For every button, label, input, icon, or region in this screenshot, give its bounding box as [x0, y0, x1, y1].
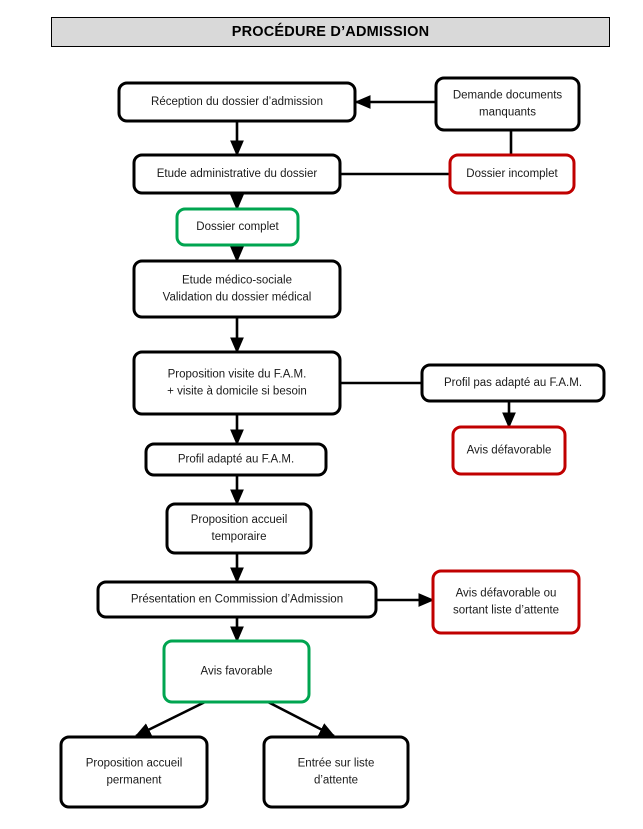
node-label-line: Demande documents: [453, 90, 563, 102]
node-avis-defavorable-ou-sortant[interactable]: Avis défavorable ou sortant liste d’atten…: [431, 569, 581, 635]
node-label-proposition-visite-fam: Proposition visite du F.A.M. + visite à d…: [167, 369, 307, 398]
node-dossier-complet[interactable]: Dossier complet: [175, 207, 300, 247]
node-box-proposition-accueil-permanent: [59, 735, 209, 809]
node-label-avis-defavorable-ou-sortant: Avis défavorable ou sortant liste d’atten…: [453, 588, 559, 617]
node-proposition-accueil-temporaire[interactable]: Proposition accueil temporaire: [165, 502, 313, 555]
node-label-line: Validation du dossier médical: [163, 292, 312, 304]
node-avis-defavorable[interactable]: Avis défavorable: [451, 425, 567, 476]
node-demande-documents[interactable]: Demande documents manquants: [434, 76, 581, 132]
node-label-line: Dossier complet: [196, 221, 279, 233]
node-label-line: Proposition accueil: [86, 758, 183, 770]
node-profil-adapte[interactable]: Profil adapté au F.A.M.: [144, 442, 328, 477]
node-label-line: Avis favorable: [200, 666, 272, 678]
node-label-line: Avis défavorable ou: [456, 588, 557, 600]
page-title-banner: PROCÉDURE D’ADMISSION: [51, 17, 610, 47]
node-label-etude-administrative: Etude administrative du dossier: [157, 168, 318, 180]
node-label-line: temporaire: [212, 531, 267, 543]
node-label-line: Profil adapté au F.A.M.: [178, 454, 294, 466]
node-label-avis-favorable: Avis favorable: [200, 666, 272, 678]
nodes-layer: Réception du dossier d’admission Demande …: [59, 76, 606, 809]
node-box-etude-medico-sociale: [132, 259, 342, 319]
node-label-line: Présentation en Commission d’Admission: [131, 594, 343, 606]
node-label-line: Réception du dossier d’admission: [151, 96, 323, 108]
node-label-dossier-incomplet: Dossier incomplet: [466, 168, 558, 180]
node-label-reception: Réception du dossier d’admission: [151, 96, 323, 108]
node-box-avis-defavorable: [451, 425, 567, 476]
node-label-line: Entrée sur liste: [298, 758, 375, 770]
node-label-line: permanent: [107, 775, 163, 787]
node-box-reception: [117, 81, 357, 123]
node-etude-administrative[interactable]: Etude administrative du dossier: [132, 153, 342, 195]
node-label-profil-adapte: Profil adapté au F.A.M.: [178, 454, 294, 466]
node-box-demande-documents: [434, 76, 581, 132]
node-label-profil-pas-adapte: Profil pas adapté au F.A.M.: [444, 377, 582, 389]
node-entree-liste-attente[interactable]: Entrée sur liste d’attente: [262, 735, 410, 809]
node-avis-favorable[interactable]: Avis favorable: [162, 639, 311, 704]
node-box-profil-pas-adapte: [420, 363, 606, 403]
node-proposition-accueil-permanent[interactable]: Proposition accueil permanent: [59, 735, 209, 809]
node-label-dossier-complet: Dossier complet: [196, 221, 279, 233]
connector-avis-favorable-to-proposition-accueil-permanent: [134, 700, 206, 738]
node-box-proposition-visite-fam: [132, 350, 342, 416]
node-box-dossier-incomplet: [448, 153, 576, 195]
node-label-line: Proposition visite du F.A.M.: [168, 369, 307, 381]
node-label-line: Etude administrative du dossier: [157, 168, 318, 180]
page-title: PROCÉDURE D’ADMISSION: [231, 24, 430, 40]
node-label-line: manquants: [479, 107, 536, 119]
node-label-proposition-accueil-permanent: Proposition accueil permanent: [86, 758, 183, 787]
node-label-line: Profil pas adapté au F.A.M.: [444, 377, 582, 389]
connector-avis-favorable-to-entree-liste-attente: [267, 700, 336, 738]
edges-layer: [134, 95, 516, 738]
node-box-entree-liste-attente: [262, 735, 410, 809]
node-label-line: + visite à domicile si besoin: [167, 386, 307, 398]
node-label-line: Avis défavorable: [467, 445, 552, 457]
node-proposition-visite-fam[interactable]: Proposition visite du F.A.M. + visite à d…: [132, 350, 342, 416]
node-presentation-commission[interactable]: Présentation en Commission d’Admission: [96, 580, 378, 619]
node-box-dossier-complet: [175, 207, 300, 247]
node-dossier-incomplet[interactable]: Dossier incomplet: [448, 153, 576, 195]
node-reception[interactable]: Réception du dossier d’admission: [117, 81, 357, 123]
node-label-avis-defavorable: Avis défavorable: [467, 445, 552, 457]
node-label-line: d’attente: [314, 775, 358, 787]
node-label-entree-liste-attente: Entrée sur liste d’attente: [298, 758, 375, 787]
node-label-demande-documents: Demande documents manquants: [453, 90, 563, 119]
node-profil-pas-adapte[interactable]: Profil pas adapté au F.A.M.: [420, 363, 606, 403]
node-label-presentation-commission: Présentation en Commission d’Admission: [131, 594, 343, 606]
node-label-line: Etude médico-sociale: [182, 275, 292, 287]
node-label-proposition-accueil-temporaire: Proposition accueil temporaire: [191, 514, 288, 543]
node-box-proposition-accueil-temporaire: [165, 502, 313, 555]
node-label-line: sortant liste d’attente: [453, 605, 559, 617]
node-box-etude-administrative: [132, 153, 342, 195]
node-box-presentation-commission: [96, 580, 378, 619]
node-box-profil-adapte: [144, 442, 328, 477]
node-label-line: Dossier incomplet: [466, 168, 558, 180]
node-label-line: Proposition accueil: [191, 514, 288, 526]
node-box-avis-defavorable-ou-sortant: [431, 569, 581, 635]
node-box-avis-favorable: [162, 639, 311, 704]
